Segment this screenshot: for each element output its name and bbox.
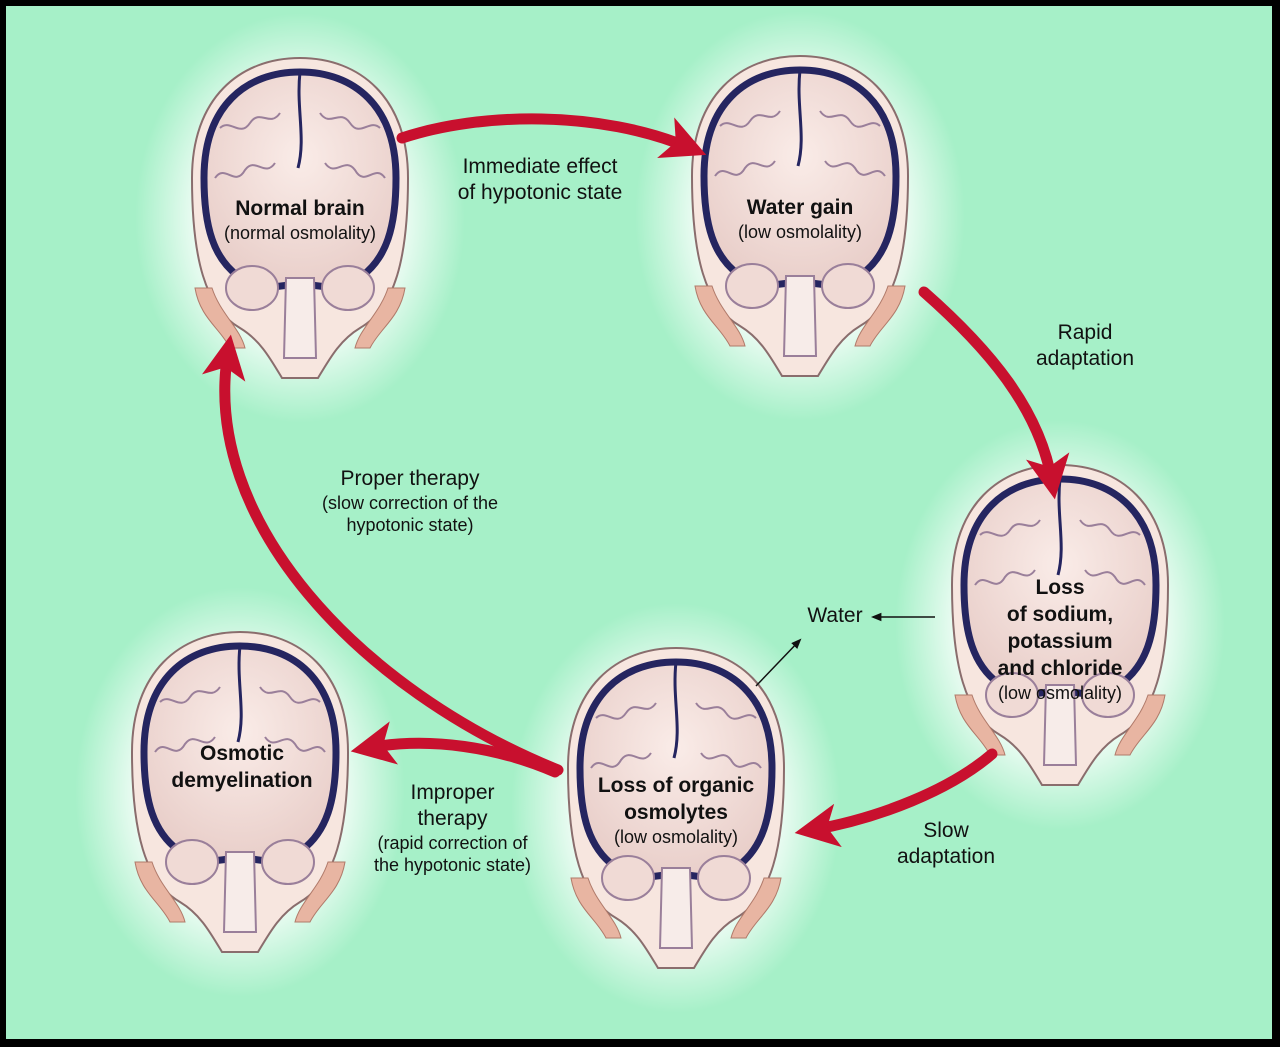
arrow-water-up xyxy=(755,638,802,687)
brain-demyelination-line: demyelination xyxy=(171,769,313,792)
arrow-proper-therapy xyxy=(201,334,564,776)
edge-proper-label: Proper therapy (slow correction of the h… xyxy=(280,466,540,536)
edge-immediate-label: Immediate effect of hypotonic state xyxy=(410,154,670,206)
brain-loss-ions-label: Loss of sodium, potassium and chloride (… xyxy=(940,574,1180,704)
brain-water-gain-title: Water gain xyxy=(746,196,854,219)
edge-proper-title: Proper therapy xyxy=(340,467,480,490)
edge-rapid-line: adaptation xyxy=(1035,347,1135,370)
brain-water-gain-label: Water gain (low osmolality) xyxy=(680,194,920,243)
brain-loss-organic-label: Loss of organic osmolytes (low osmolalit… xyxy=(556,772,796,848)
brain-loss-organic-subtitle: (low osmolality) xyxy=(613,827,739,847)
edge-water-label: Water xyxy=(790,603,880,629)
brain-water-gain-subtitle: (low osmolality) xyxy=(737,222,863,242)
arrow-improper-therapy xyxy=(350,721,561,778)
brain-normal-subtitle: (normal osmolality) xyxy=(223,223,377,243)
edge-water-text: Water xyxy=(807,604,863,627)
edge-improper-label: Improper therapy (rapid correction of th… xyxy=(340,780,565,876)
edge-immediate-line: Immediate effect xyxy=(462,155,618,178)
edge-rapid-line: Rapid xyxy=(1057,321,1113,344)
brain-loss-ions-line: Loss xyxy=(1035,576,1085,599)
arrow-slow-adaptation xyxy=(794,748,998,848)
brain-loss-ions-line: potassium xyxy=(1007,630,1113,653)
brain-normal-title: Normal brain xyxy=(235,197,365,220)
edge-slow-label: Slow adaptation xyxy=(866,818,1026,870)
edge-improper-line: (rapid correction of xyxy=(377,833,528,853)
brain-demyelination-label: Osmotic demyelination xyxy=(122,740,362,794)
edge-slow-line: adaptation xyxy=(896,845,996,868)
brain-loss-ions-line: of sodium, xyxy=(1006,603,1114,626)
arrow-immediate-effect xyxy=(396,113,707,159)
edge-rapid-label: Rapid adaptation xyxy=(1000,320,1170,372)
edge-improper-title: therapy xyxy=(417,807,488,830)
edge-improper-line: the hypotonic state) xyxy=(373,855,532,875)
brain-normal-label: Normal brain (normal osmolality) xyxy=(180,195,420,244)
edge-improper-title: Improper xyxy=(410,781,495,804)
brain-loss-organic-line: Loss of organic xyxy=(597,774,755,797)
brain-loss-organic-line: osmolytes xyxy=(624,801,728,824)
edge-proper-line: (slow correction of the xyxy=(321,493,499,513)
edge-slow-line: Slow xyxy=(923,819,969,842)
arrow-rapid-adaptation xyxy=(918,286,1070,500)
edge-immediate-line: of hypotonic state xyxy=(457,181,623,204)
brain-loss-ions-subtitle: (low osmolality) xyxy=(997,683,1123,703)
brain-demyelination-line: Osmotic xyxy=(199,742,285,765)
edge-proper-line: hypotonic state) xyxy=(346,515,474,535)
brain-loss-ions-line: and chloride xyxy=(997,657,1123,680)
